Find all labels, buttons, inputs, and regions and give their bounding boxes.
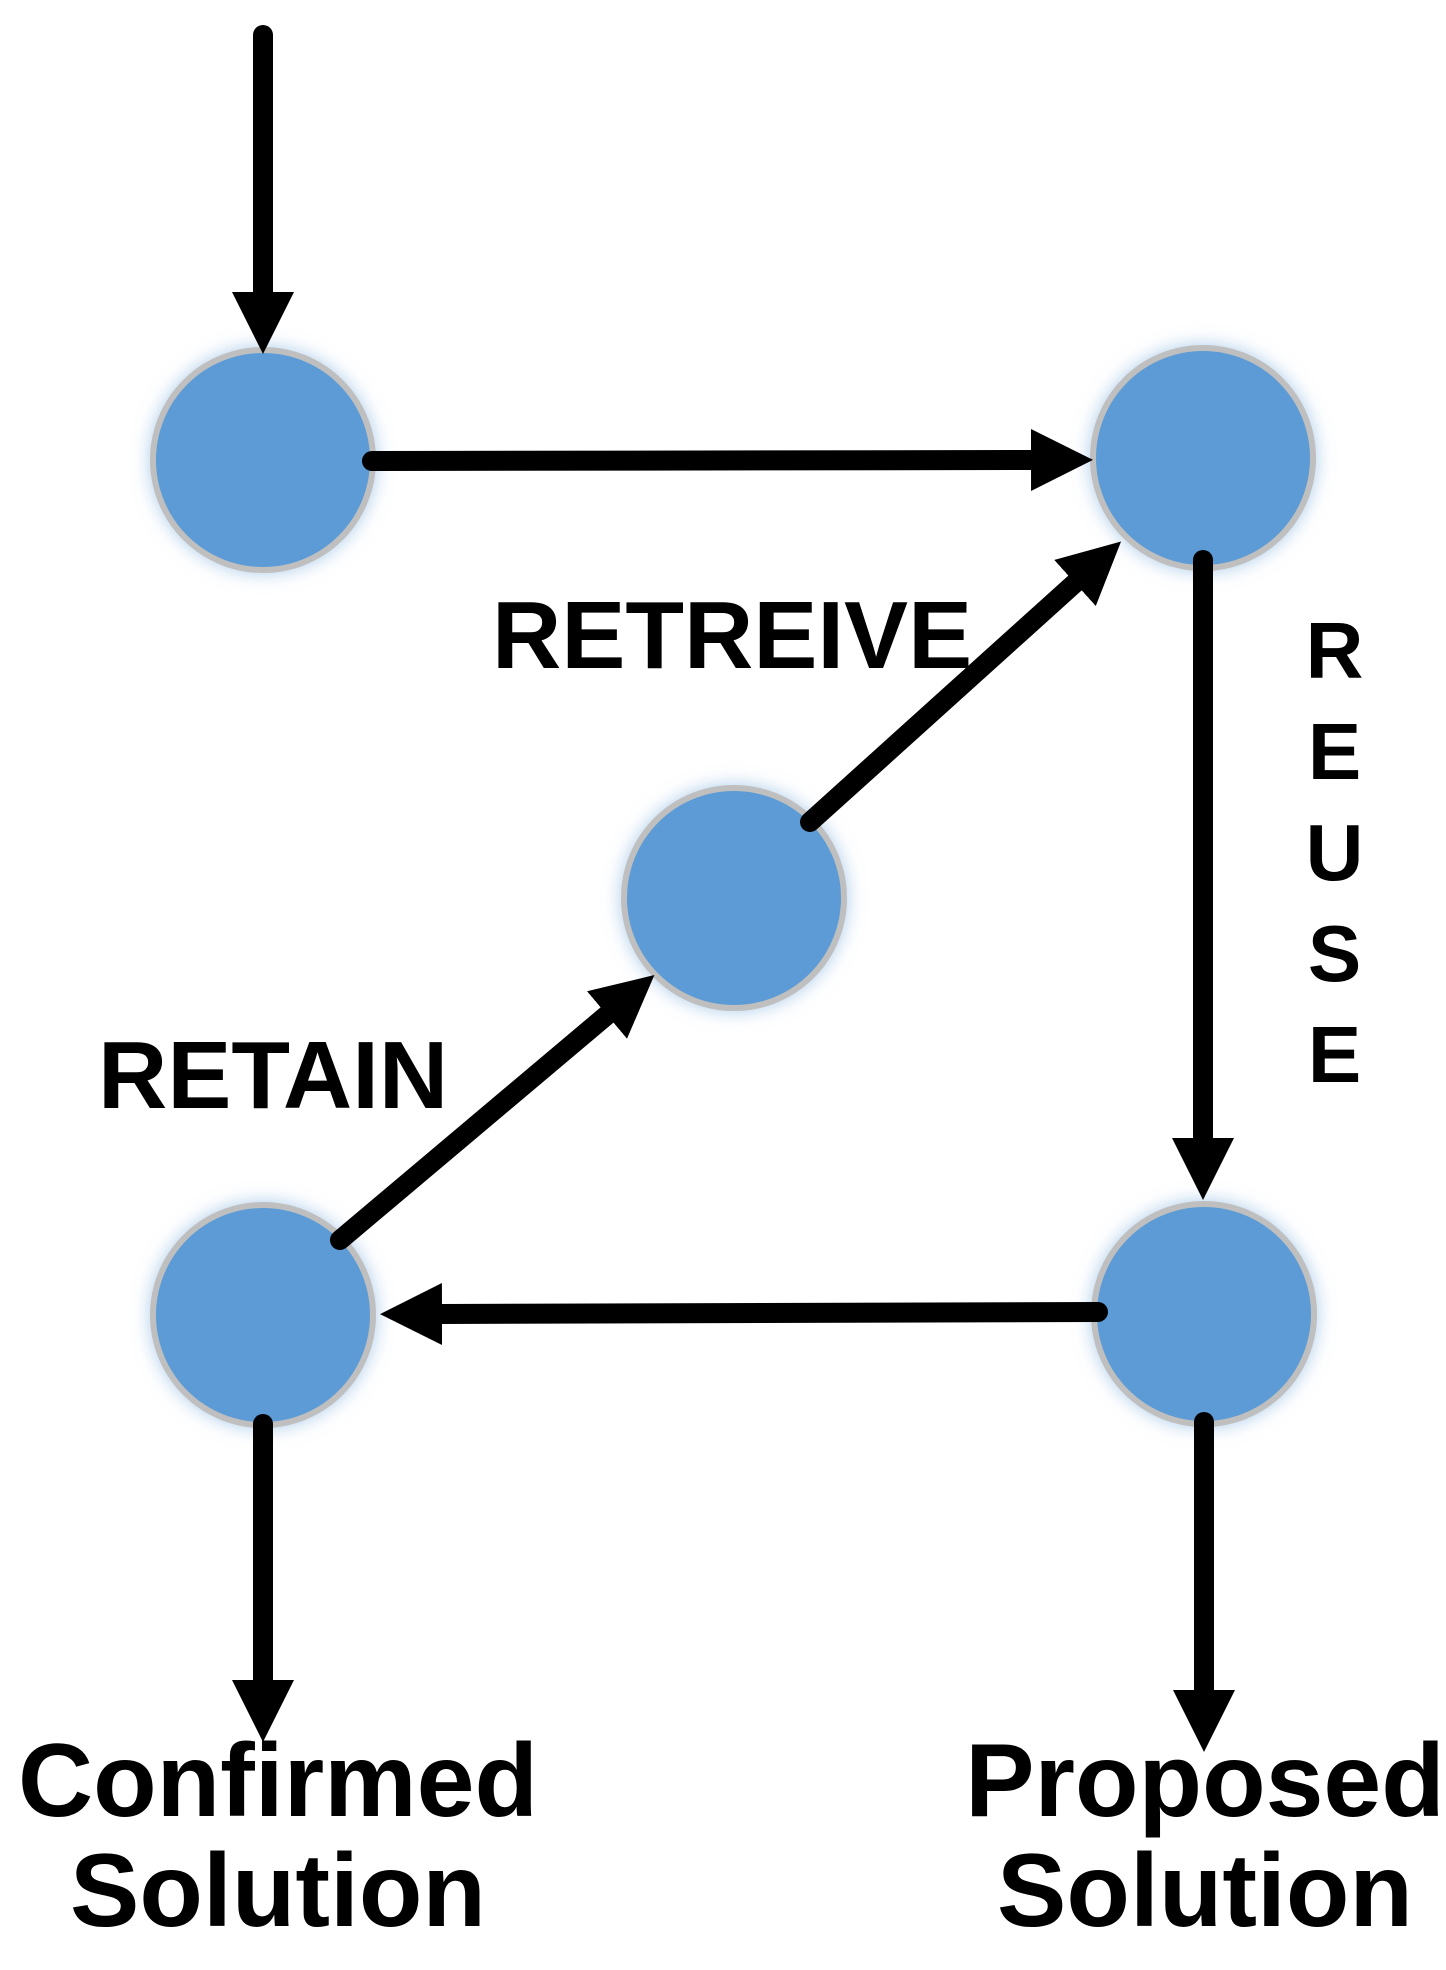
retrieve-arrow <box>800 541 1122 832</box>
bottom-horizontal-arrow <box>380 1283 1108 1345</box>
retain-label: RETAIN <box>98 1022 449 1129</box>
proposed-solution-label: Proposed Solution <box>927 1726 1446 1946</box>
proposed-solution-line2: Solution <box>997 1833 1413 1949</box>
case-node-top-left <box>150 347 376 573</box>
confirmed-solution-line1: Confirmed <box>18 1723 538 1839</box>
top-horizontal-arrow <box>362 429 1093 491</box>
retrieve-label: RETREIVE <box>492 582 973 689</box>
reuse-label: REUSE <box>1290 606 1379 1111</box>
retain-arrow <box>330 975 655 1250</box>
confirmed-solution-line2: Solution <box>70 1833 486 1949</box>
case-node-bottom-right <box>1091 1201 1317 1427</box>
case-node-middle <box>621 785 847 1011</box>
case-node-top-right <box>1090 345 1316 571</box>
confirmed-solution-label: Confirmed Solution <box>0 1726 556 1946</box>
proposed-solution-line1: Proposed <box>965 1723 1445 1839</box>
